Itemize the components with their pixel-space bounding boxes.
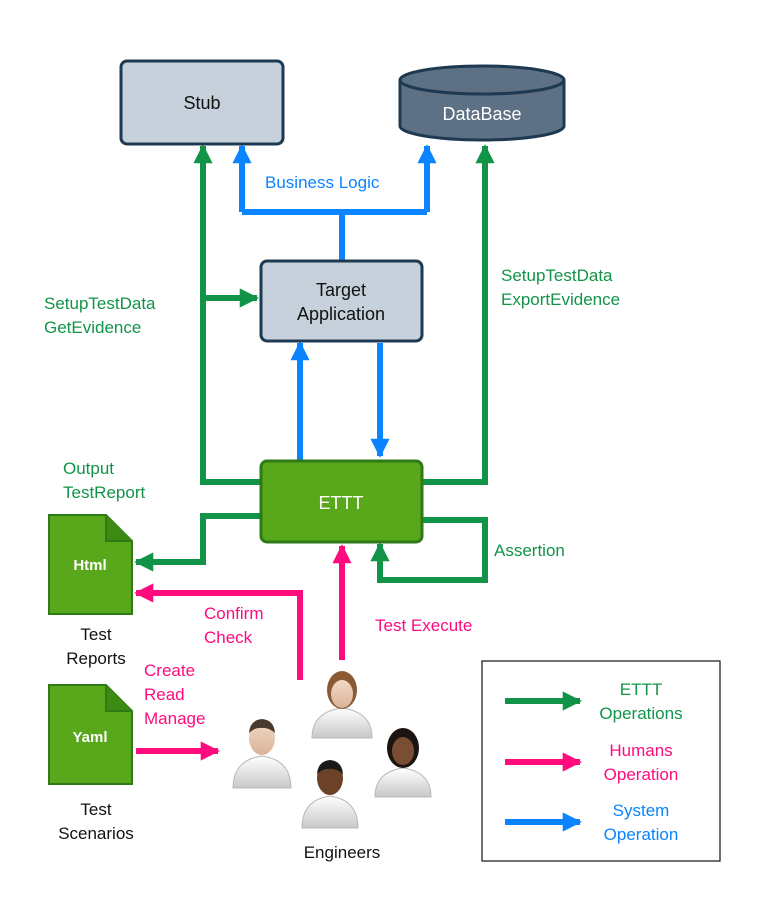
person-icon bbox=[232, 719, 292, 789]
edge-labels: Business Logic SetupTestData GetEvidence… bbox=[44, 173, 620, 728]
ettt-operation-edges bbox=[134, 144, 495, 583]
stub-node: Stub bbox=[119, 59, 285, 146]
html-report-document: Html bbox=[48, 514, 133, 615]
engineers-caption: Engineers bbox=[304, 843, 381, 862]
setup-get-evidence-label-line2: GetEvidence bbox=[44, 318, 141, 337]
legend-system-label-line1: System bbox=[613, 801, 670, 820]
yaml-document-label: Yaml bbox=[72, 729, 107, 746]
target-application-label-line2: Application bbox=[297, 304, 385, 324]
database-label: DataBase bbox=[442, 104, 521, 124]
system-operation-edges bbox=[232, 144, 437, 462]
html-document-label: Html bbox=[73, 557, 106, 574]
create-read-manage-label-line1: Create bbox=[144, 661, 195, 680]
create-read-manage-label-line3: Manage bbox=[144, 709, 205, 728]
stub-label: Stub bbox=[183, 93, 220, 113]
create-read-manage-label-line2: Read bbox=[144, 685, 185, 704]
edge-ettt-to-html-report bbox=[134, 513, 262, 572]
legend-ettt-label-line2: Operations bbox=[599, 704, 682, 723]
target-application-label-line1: Target bbox=[316, 280, 366, 300]
test-reports-caption-line2: Reports bbox=[66, 649, 126, 668]
output-test-report-label-line1: Output bbox=[63, 459, 114, 478]
setup-export-evidence-label-line2: ExportEvidence bbox=[501, 290, 620, 309]
legend-humans-label-line2: Operation bbox=[604, 765, 679, 784]
legend-humans-label-line1: Humans bbox=[609, 741, 672, 760]
target-application-node: Target Application bbox=[259, 259, 424, 343]
test-scenarios-caption-line2: Scenarios bbox=[58, 824, 134, 843]
test-execute-label: Test Execute bbox=[375, 616, 472, 635]
edge-ettt-assertion-loop bbox=[370, 517, 488, 583]
human-operation-edges bbox=[134, 544, 352, 761]
person-icon bbox=[374, 728, 432, 798]
business-logic-label: Business Logic bbox=[265, 173, 380, 192]
ettt-label: ETTT bbox=[319, 493, 364, 513]
setup-get-evidence-label-line1: SetupTestData bbox=[44, 294, 156, 313]
legend: ETTT Operations Humans Operation System … bbox=[481, 660, 721, 862]
confirm-check-label-line1: Confirm bbox=[204, 604, 264, 623]
ettt-node: ETTT bbox=[259, 459, 424, 544]
setup-export-evidence-label-line1: SetupTestData bbox=[501, 266, 613, 285]
legend-ettt-label-line1: ETTT bbox=[620, 680, 663, 699]
assertion-label: Assertion bbox=[494, 541, 565, 560]
person-icon bbox=[301, 760, 359, 829]
legend-system-label-line2: Operation bbox=[604, 825, 679, 844]
engineers-group: Engineers bbox=[232, 671, 432, 862]
output-test-report-label-line2: TestReport bbox=[63, 483, 145, 502]
yaml-scenario-document: Yaml bbox=[48, 684, 133, 785]
confirm-check-label-line2: Check bbox=[204, 628, 253, 647]
edge-ettt-to-stub bbox=[193, 144, 262, 485]
database-node: DataBase bbox=[398, 64, 566, 142]
test-reports-caption-line1: Test bbox=[80, 625, 111, 644]
person-icon bbox=[311, 671, 373, 739]
edge-engineers-confirm-report bbox=[134, 583, 303, 680]
edge-ettt-to-database bbox=[422, 144, 495, 485]
test-scenarios-caption-line1: Test bbox=[80, 800, 111, 819]
